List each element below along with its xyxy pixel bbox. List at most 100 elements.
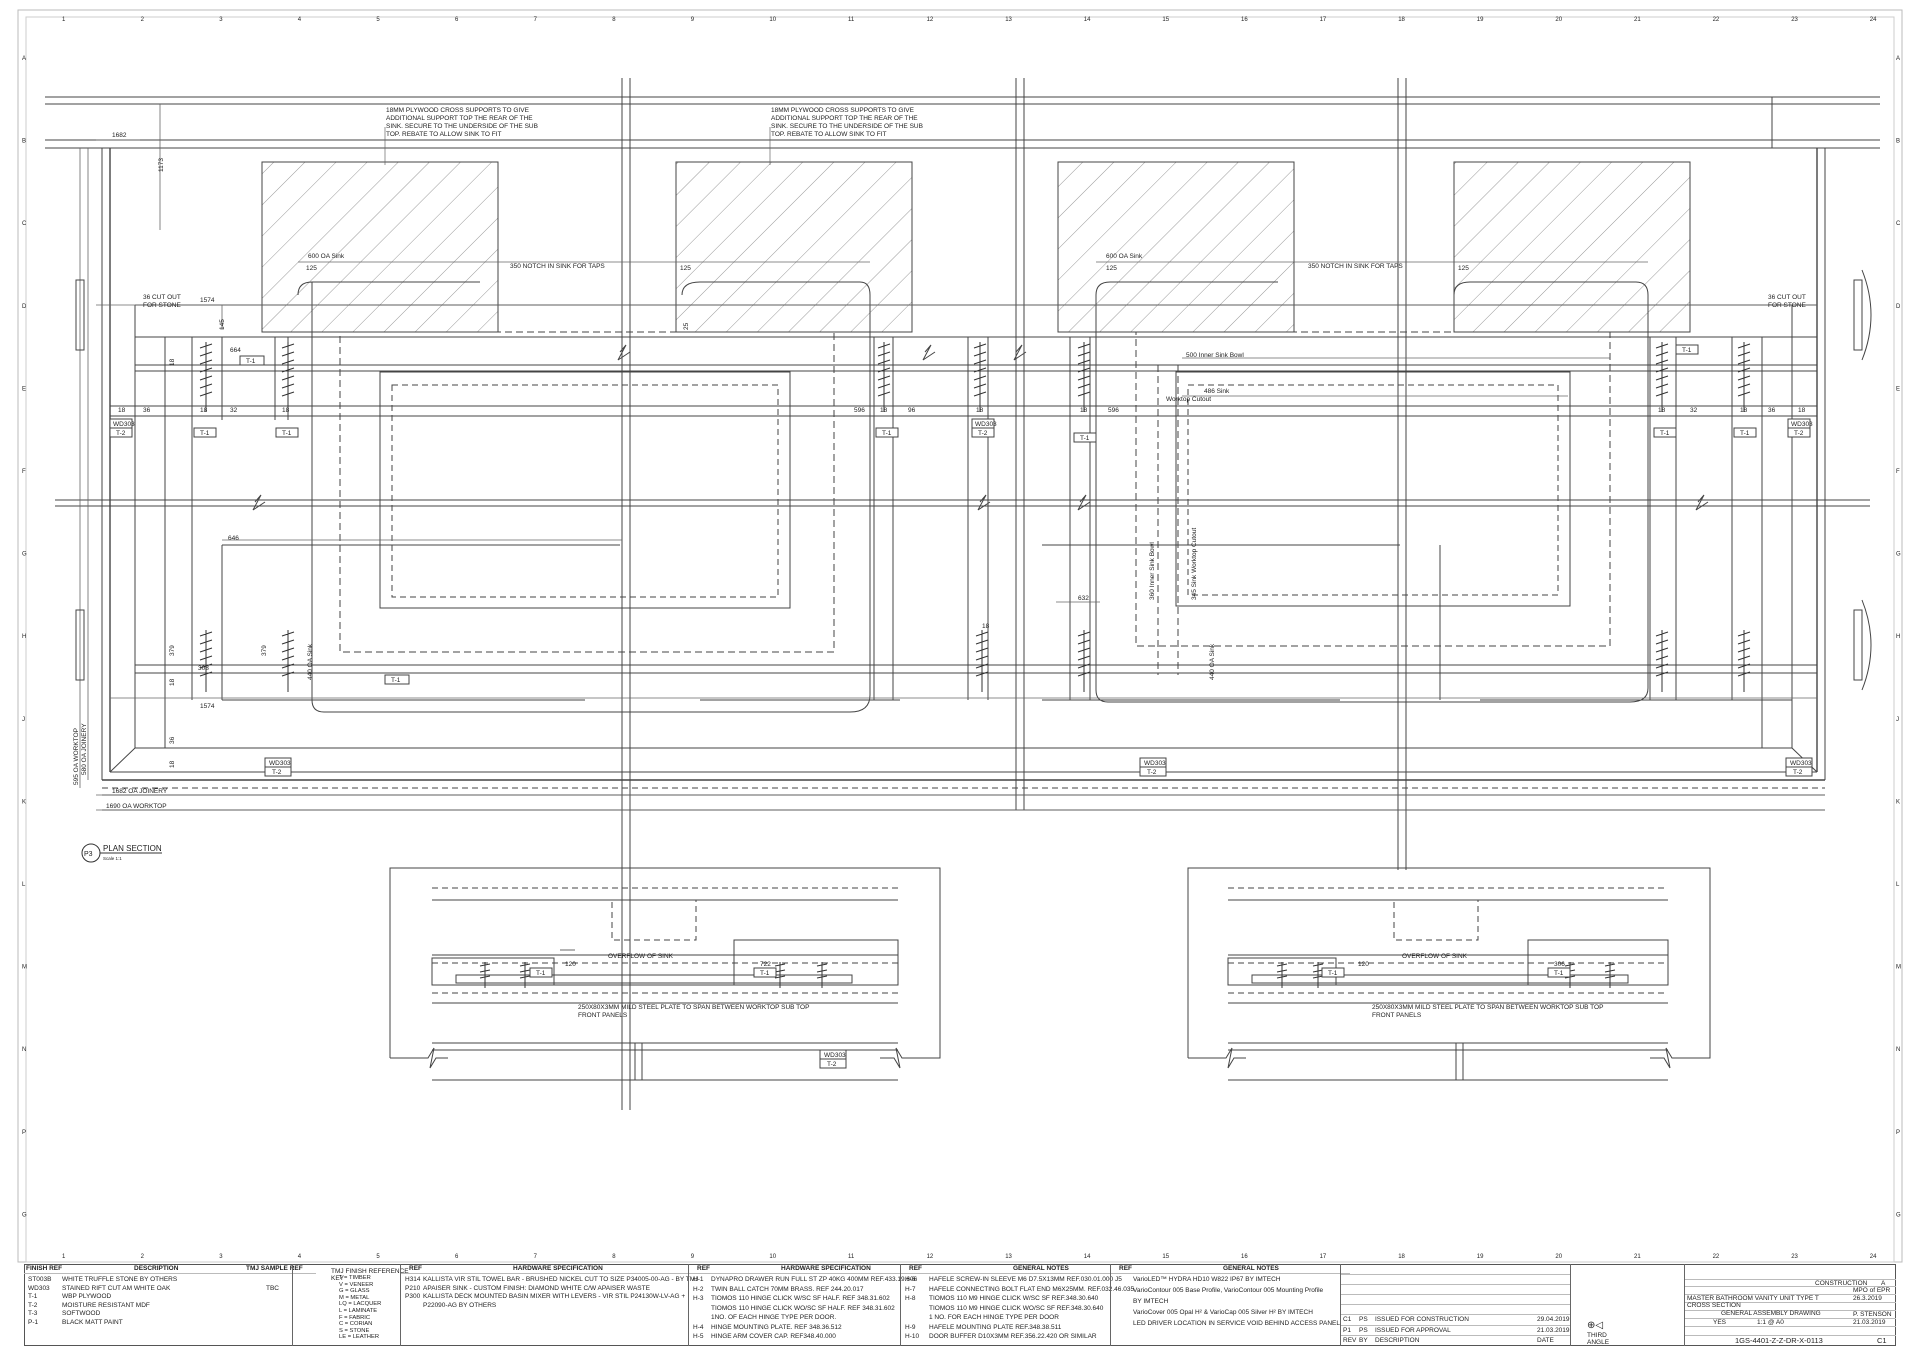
grid-row-label: G bbox=[1896, 1212, 1901, 1218]
grid-row-label: E bbox=[1896, 386, 1900, 392]
svg-text:T-1: T-1 bbox=[1740, 430, 1750, 437]
svg-text:P3: P3 bbox=[84, 851, 93, 858]
grid-row-label: B bbox=[22, 139, 26, 145]
dim-125-d: 125 bbox=[1458, 265, 1469, 272]
svg-text:WD303: WD303 bbox=[824, 1052, 846, 1059]
table-cell: TIOMOS 110 HINGE CLICK W/SC SF HALF. REF… bbox=[711, 1295, 890, 1302]
dim-18-a: 18 bbox=[169, 358, 176, 366]
svg-text:T-1: T-1 bbox=[1554, 970, 1564, 977]
dim-1173: 1173 bbox=[158, 158, 165, 172]
finish-key-item: M = METAL bbox=[339, 1294, 370, 1301]
label-oa-worktop-vertical: 595 OA WORKTOP bbox=[73, 728, 80, 785]
table-cell: HAFELE MOUNTING PLATE REF.348.38.511 bbox=[929, 1323, 1062, 1331]
svg-text:WD303: WD303 bbox=[1791, 421, 1813, 428]
table-cell: P22090-AG BY OTHERS bbox=[423, 1301, 497, 1309]
grid-col-label: 3 bbox=[219, 17, 223, 23]
dim-18-b: 18 bbox=[118, 407, 126, 414]
grid-col-label: 13 bbox=[1005, 17, 1012, 23]
finish-schedule: FINISH REF DESCRIPTION TMJ SAMPLE REF ST… bbox=[24, 1264, 316, 1346]
table-cell: 29.04.2019 bbox=[1537, 1316, 1570, 1323]
grid-col-label: 23 bbox=[1791, 17, 1798, 23]
svg-text:T-1: T-1 bbox=[391, 677, 401, 684]
grid-row-label: P bbox=[1896, 1130, 1900, 1136]
table-cell: H-5 bbox=[693, 1333, 704, 1340]
grid-row-label: H bbox=[1896, 634, 1900, 640]
grid-col-label: 11 bbox=[848, 17, 855, 23]
svg-text:WD303: WD303 bbox=[1790, 760, 1812, 767]
svg-text:T-2: T-2 bbox=[827, 1061, 837, 1068]
grid-row-label: A bbox=[1896, 56, 1900, 62]
svg-text:T-2: T-2 bbox=[978, 430, 988, 437]
projection-symbol: ⊕◁ THIRD ANGLE bbox=[1570, 1264, 1620, 1346]
grid-col-label: 11 bbox=[848, 1254, 855, 1260]
finish-key-item: G = GLASS bbox=[339, 1288, 370, 1295]
finish-key-item: LQ = LACQUER bbox=[339, 1301, 382, 1308]
table-cell: LED DRIVER LOCATION IN SERVICE VOID BEHI… bbox=[1133, 1320, 1340, 1327]
dim-25: 25 bbox=[683, 322, 690, 330]
table-cell: P300 bbox=[405, 1293, 421, 1300]
table-cell: 1 NO. FOR EACH HINGE TYPE PER DOOR bbox=[929, 1314, 1059, 1321]
table-cell: T-3 bbox=[28, 1310, 38, 1317]
dim-36-c: 36 bbox=[169, 736, 176, 744]
grid-col-label: 4 bbox=[298, 1254, 302, 1260]
grid-col-label: 17 bbox=[1320, 1254, 1327, 1260]
detail-section-left bbox=[389, 867, 941, 1081]
grid-row-label: M bbox=[1896, 965, 1901, 971]
table-cell: WD303 bbox=[28, 1284, 50, 1292]
label-inner-bowl: 500 Inner Sink Bowl bbox=[1186, 352, 1244, 359]
label-oa-sink-vertical-right: 440 OA Sink bbox=[1209, 643, 1216, 680]
label-notch-right: 350 NOTCH IN SINK FOR TAPS bbox=[1308, 263, 1403, 270]
grid-col-label: 15 bbox=[1162, 17, 1169, 23]
grid-col-label: 8 bbox=[612, 1254, 616, 1260]
table-cell: WHITE TRUFFLE STONE BY OTHERS bbox=[62, 1276, 178, 1283]
finish-key-item: T = TIMBER bbox=[339, 1275, 371, 1281]
table-cell: HAFELE SCREW-IN SLEEVE M6 D7.5X13MM REF.… bbox=[929, 1276, 1114, 1283]
dim-632: 632 bbox=[1078, 595, 1089, 602]
dim-18-d: 18 bbox=[282, 407, 290, 414]
grid-row-label: G bbox=[1896, 552, 1901, 558]
table-cell: VarioLED™ HYDRA HD10 W822 IP67 BY IMTECH bbox=[1133, 1276, 1281, 1283]
table-cell: H-1 bbox=[693, 1276, 704, 1283]
dim-145: 145 bbox=[219, 319, 226, 330]
grid-row-label: A bbox=[22, 56, 26, 62]
table-cell: 21.03.2019 bbox=[1537, 1326, 1570, 1334]
grid-col-label: 18 bbox=[1398, 17, 1405, 23]
tag-t1-f: T-1 bbox=[1675, 344, 1699, 355]
table-cell: H-8 bbox=[905, 1295, 916, 1302]
tag-t1-h: T-1 bbox=[1733, 427, 1757, 438]
table-cell: MOISTURE RESISTANT MDF bbox=[62, 1301, 150, 1309]
svg-text:WD303: WD303 bbox=[269, 760, 291, 767]
label-overflow-left: OVERFLOW OF SINK bbox=[608, 953, 674, 960]
grid-row-label: K bbox=[1896, 799, 1900, 805]
grid-col-label: 22 bbox=[1713, 17, 1720, 23]
svg-text:T-2: T-2 bbox=[1147, 769, 1157, 776]
grid-col-label: 19 bbox=[1477, 1254, 1484, 1260]
label-oa-sink-left: 600 OA Sink bbox=[308, 253, 345, 260]
plan-section-title: P3 PLAN SECTION Scale 1:1 bbox=[81, 843, 162, 863]
svg-text:T-1: T-1 bbox=[1682, 347, 1692, 354]
svg-text:Scale 1:1: Scale 1:1 bbox=[103, 856, 122, 861]
dim-308: 308 bbox=[198, 665, 209, 672]
table-cell: BLACK MATT PAINT bbox=[62, 1318, 123, 1326]
table-cell: KALLISTA DECK MOUNTED BASIN MIXER WITH L… bbox=[423, 1293, 686, 1300]
grid-col-label: 1 bbox=[62, 1254, 66, 1260]
table-cell: H-4 bbox=[693, 1323, 704, 1331]
grid-col-label: 12 bbox=[927, 17, 934, 23]
grid-col-label: 24 bbox=[1870, 17, 1877, 23]
dim-596-a: 596 bbox=[854, 407, 865, 414]
grid-column-labels: 1122334455667788991010111112121313141415… bbox=[62, 17, 1877, 1260]
svg-text:T-2: T-2 bbox=[272, 769, 282, 776]
grid-col-label: 8 bbox=[612, 17, 616, 23]
svg-text:PLAN SECTION: PLAN SECTION bbox=[103, 844, 162, 853]
svg-text:T-2: T-2 bbox=[116, 430, 126, 437]
finish-key-item: L = LAMINATE bbox=[339, 1308, 378, 1314]
table-cell: VarioCover 005 Opal H² & VarioCap 005 Si… bbox=[1133, 1309, 1313, 1316]
date-1: 26.3.2019 bbox=[1853, 1295, 1882, 1302]
